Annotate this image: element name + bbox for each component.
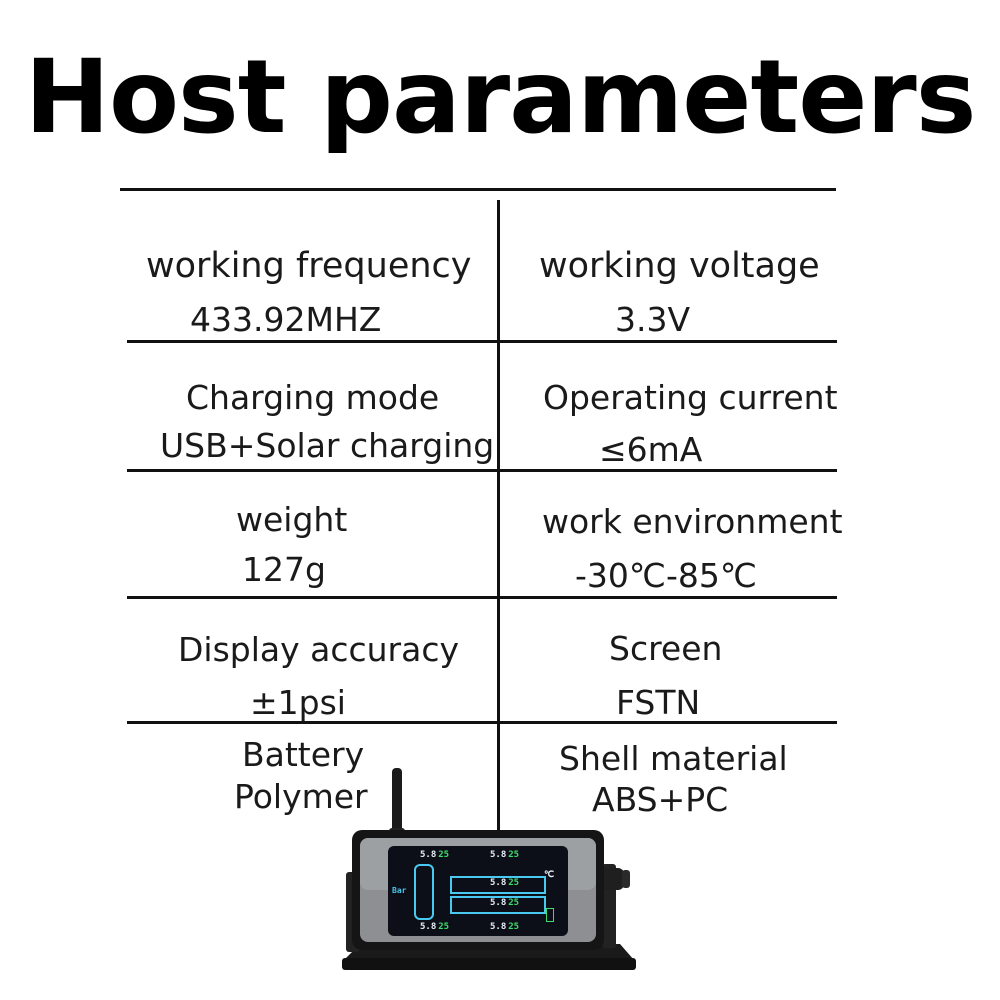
- charging-mode-value: USB+Solar charging: [160, 426, 495, 465]
- trailer-outline-bottom: [450, 896, 546, 914]
- working-frequency-value: 433.92MHZ: [190, 300, 382, 339]
- operating-current-value: ≤6mA: [599, 430, 703, 469]
- weight-label: weight: [236, 500, 348, 539]
- battery-icon: [546, 908, 554, 922]
- display-accuracy-label: Display accuracy: [178, 630, 460, 669]
- row-divider: [127, 340, 837, 343]
- table-center-divider: [497, 200, 500, 830]
- working-voltage-value: 3.3V: [615, 300, 691, 339]
- row-divider: [127, 721, 837, 724]
- battery-label: Battery: [242, 735, 365, 774]
- battery-value: Polymer: [234, 777, 368, 816]
- trailer-outline-top: [450, 876, 546, 894]
- page-title: Host parameters: [24, 38, 977, 157]
- vehicle-outline: [414, 864, 434, 920]
- screen-value: FSTN: [616, 683, 701, 722]
- row-divider: [127, 596, 837, 599]
- work-environment-label: work environment: [542, 502, 843, 541]
- temp-unit-label: ℃: [544, 870, 555, 880]
- weight-value: 127g: [242, 550, 326, 589]
- row-divider: [127, 469, 837, 472]
- table-top-rule: [120, 188, 836, 191]
- working-frequency-label: working frequency: [146, 246, 472, 286]
- shell-material-value: ABS+PC: [592, 780, 729, 819]
- charging-mode-label: Charging mode: [186, 378, 440, 417]
- unit-label: Bar: [392, 886, 407, 895]
- work-environment-value: -30℃-85℃: [575, 556, 757, 595]
- shell-material-label: Shell material: [559, 739, 788, 778]
- working-voltage-label: working voltage: [539, 246, 820, 286]
- screen-label: Screen: [609, 629, 723, 668]
- display-accuracy-value: ±1psi: [250, 683, 346, 722]
- antenna: [392, 768, 402, 836]
- operating-current-label: Operating current: [543, 378, 838, 417]
